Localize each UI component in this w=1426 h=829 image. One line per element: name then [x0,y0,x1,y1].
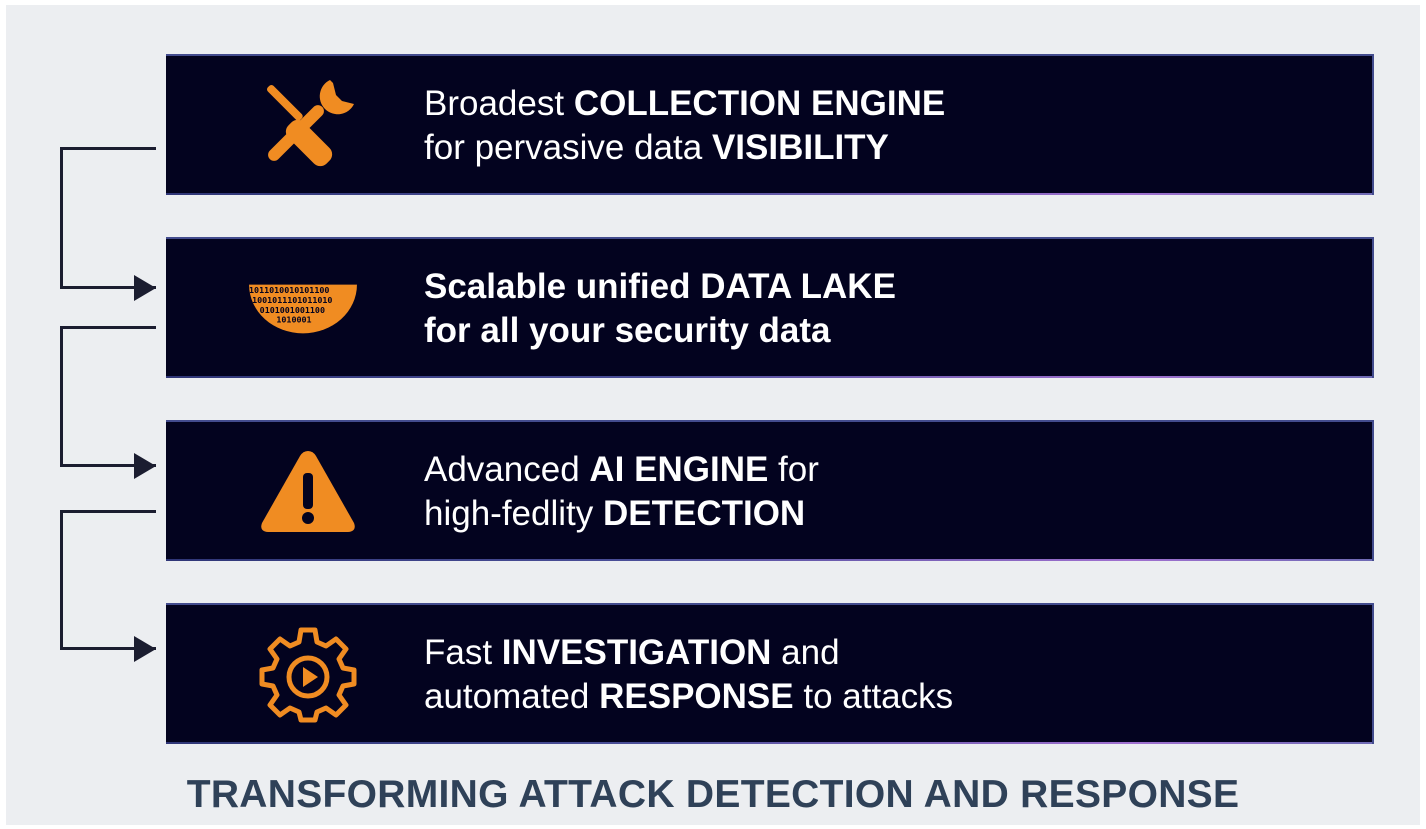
card-1-line-2-pre: for pervasive data [424,128,712,167]
card-1-line-2-bold: VISIBILITY [711,128,889,167]
tools-icon [256,74,360,178]
card-2-line-2-pre: for all your security data [424,311,831,350]
warning-icon [256,440,360,544]
card-2-text: Scalable unified DATA LAKE for all your … [424,265,896,353]
connector-1-2 [60,147,156,289]
binary-row-3: 0101001001100 [260,305,325,315]
card-4-text: Fast INVESTIGATION and automated RESPONS… [424,631,953,719]
footer-title: TRANSFORMING ATTACK DETECTION AND RESPON… [186,773,1240,816]
card-2-line-1-pre: Scalable unified [424,267,701,306]
card-4-line-2-pre: automated [424,677,600,716]
card-4-line-2-post: to attacks [793,677,954,716]
connector-2-3 [60,326,156,467]
card-4-line-2-bold: RESPONSE [599,677,794,716]
card-investigation-response: Fast INVESTIGATION and automated RESPONS… [166,603,1374,744]
card-2-line-1: Scalable unified DATA LAKE [424,265,896,309]
card-1-text: Broadest COLLECTION ENGINE for pervasive… [424,82,945,170]
card-3-line-1-post: for [768,450,819,489]
card-collection-engine: Broadest COLLECTION ENGINE for pervasive… [166,54,1374,195]
card-3-line-1: Advanced AI ENGINE for [424,448,819,492]
binary-row-4: 1010001 [276,315,311,325]
card-3-line-2-bold: DETECTION [602,494,806,533]
card-3-line-2: high-fedlity DETECTION [424,492,819,536]
card-2-line-1-bold: DATA LAKE [700,267,896,306]
arrow-head-2 [134,275,156,301]
card-4-line-1: Fast INVESTIGATION and [424,631,953,675]
card-4-line-1-pre: Fast [424,633,502,672]
card-4-line-2: automated RESPONSE to attacks [424,675,953,719]
data-lake-icon: 1011010010101100 1001011101011010 010100… [249,257,360,361]
card-3-line-2-pre: high-fedlity [424,494,603,533]
diagram-canvas: Broadest COLLECTION ENGINE for pervasive… [6,5,1420,825]
card-2-line-2: for all your security data [424,309,896,353]
card-1-line-1-pre: Broadest [424,84,574,123]
card-1-line-2: for pervasive data VISIBILITY [424,126,945,170]
card-1-line-1: Broadest COLLECTION ENGINE [424,82,945,126]
card-3-line-1-bold: AI ENGINE [589,450,769,489]
binary-row-2: 1001011101011010 [252,295,332,305]
card-3-text: Advanced AI ENGINE for high-fedlity DETE… [424,448,819,536]
arrow-head-4 [134,636,156,662]
gear-play-icon [256,623,360,727]
card-3-line-1-pre: Advanced [424,450,590,489]
card-1-line-1-bold: COLLECTION ENGINE [573,84,946,123]
binary-row-1: 1011010010101100 [249,285,329,295]
card-4-line-1-post: and [771,633,840,672]
connector-3-4 [60,510,156,650]
card-data-lake: 1011010010101100 1001011101011010 010100… [166,237,1374,378]
card-4-line-1-bold: INVESTIGATION [501,633,772,672]
card-ai-engine: Advanced AI ENGINE for high-fedlity DETE… [166,420,1374,561]
arrow-head-3 [134,453,156,479]
